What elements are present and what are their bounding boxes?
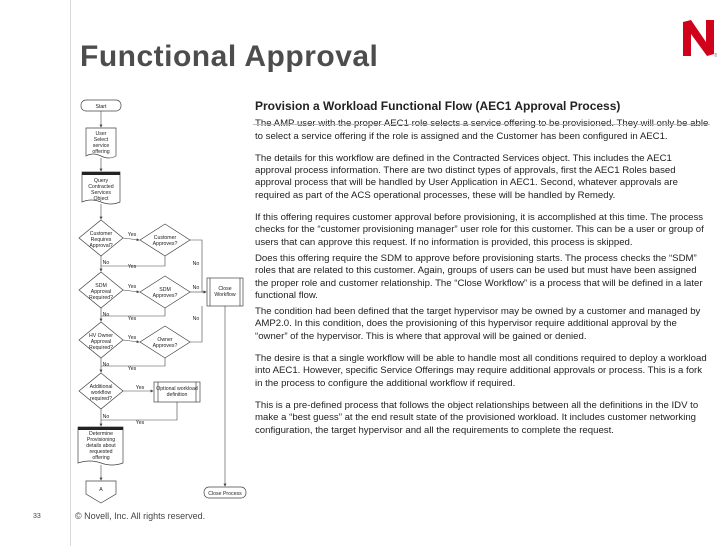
yes-label: Yes bbox=[128, 366, 137, 372]
close-workflow-node bbox=[206, 277, 244, 307]
start-label: Start bbox=[96, 104, 108, 110]
paragraph-additional-workflow: The desire is that a single workflow wil… bbox=[255, 353, 707, 389]
yes-label: Yes bbox=[128, 284, 137, 290]
page-number: 33 bbox=[33, 513, 41, 520]
no-label: No bbox=[103, 362, 110, 368]
left-margin bbox=[0, 0, 70, 546]
section-heading: Provision a Workload Functional Flow (AE… bbox=[255, 99, 621, 113]
no-label: No bbox=[103, 260, 110, 266]
query-node bbox=[81, 171, 121, 205]
no-label: No bbox=[193, 316, 200, 322]
svg-text:®: ® bbox=[714, 52, 717, 58]
yes-label: Yes bbox=[128, 264, 137, 270]
determine-node bbox=[77, 426, 124, 466]
no-label: No bbox=[103, 414, 110, 420]
paragraph-determine-details: This is a pre-defined process that follo… bbox=[255, 399, 699, 436]
yes-label: Yes bbox=[136, 385, 145, 391]
left-margin-rule bbox=[70, 0, 71, 546]
paragraph-select-offering: The AMP user with the proper AEC1 role s… bbox=[255, 118, 709, 142]
paragraph-sdm-approval: Does this offering require the SDM to ap… bbox=[255, 252, 703, 301]
user-select-node bbox=[85, 127, 117, 159]
copyright-footer: © Novell, Inc. All rights reserved. bbox=[75, 511, 206, 521]
description-panel: Provision a Workload Functional Flow (AE… bbox=[255, 100, 710, 437]
paragraph-customer-approval: If this offering requires customer appro… bbox=[255, 212, 704, 248]
no-label: No bbox=[103, 312, 110, 318]
heading-divider bbox=[253, 124, 710, 125]
close-process-node bbox=[203, 486, 247, 499]
yes-label: Yes bbox=[136, 420, 145, 426]
slide-title: Functional Approval bbox=[80, 40, 379, 73]
no-label: No bbox=[193, 285, 200, 291]
no-label: No bbox=[193, 261, 200, 267]
paragraph-owner-approval: The condition had been defined that the … bbox=[255, 306, 701, 342]
yes-label: Yes bbox=[128, 335, 137, 341]
connector-a-label: A bbox=[99, 487, 103, 493]
yes-label: Yes bbox=[128, 316, 137, 322]
novell-logo-icon: ® bbox=[683, 20, 717, 58]
connector-a bbox=[85, 480, 117, 504]
paragraph-contracted-services: The details for this workflow are define… bbox=[255, 152, 678, 201]
close-process-label: Close Process bbox=[208, 491, 242, 497]
yes-label: Yes bbox=[128, 232, 137, 238]
